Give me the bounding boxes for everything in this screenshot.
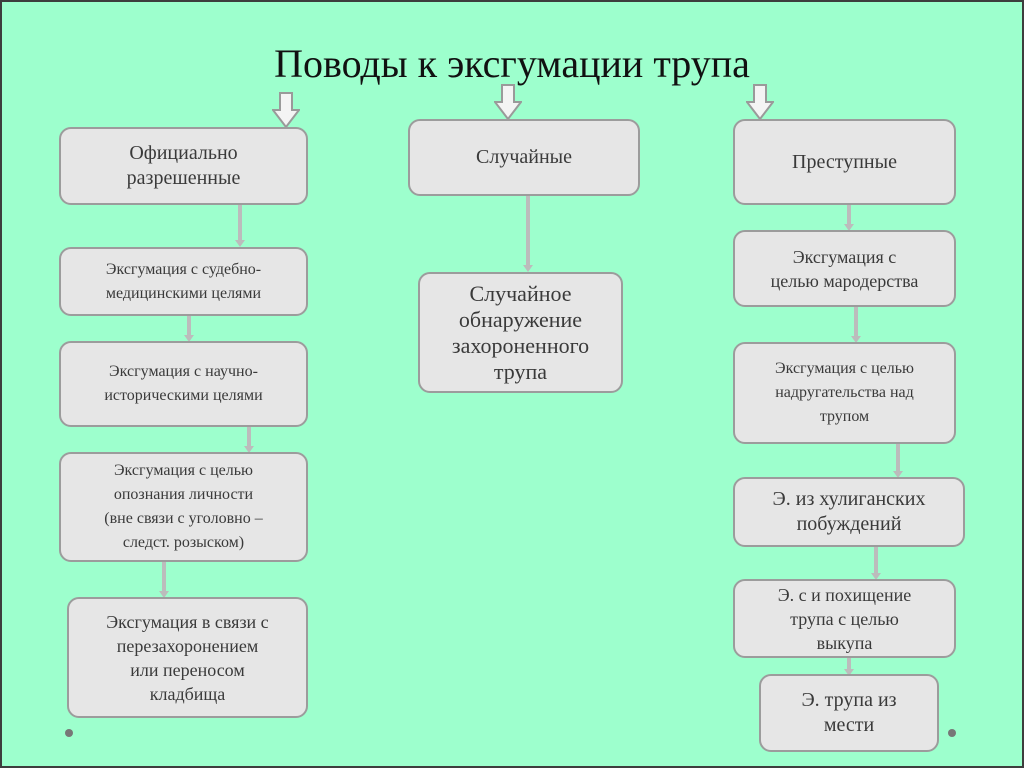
accidental-item-box: Случайное обнаружение захороненного труп… xyxy=(418,272,623,393)
down-arrow-icon xyxy=(494,84,522,120)
criminal-item-box: Э. трупа из мести xyxy=(759,674,939,752)
official-header-box: Официально разрешенные xyxy=(59,127,308,205)
down-arrow-icon xyxy=(746,84,774,120)
accidental-header-box: Случайные xyxy=(408,119,640,196)
connector-arrow xyxy=(244,427,254,453)
connector-arrow xyxy=(523,196,533,272)
official-item-box: Эксгумация с судебно- медицинскими целям… xyxy=(59,247,308,316)
criminal-header-box: Преступные xyxy=(733,119,956,205)
connector-arrow xyxy=(851,307,861,343)
criminal-item-box: Эксгумация с целью надругательства над т… xyxy=(733,342,956,444)
connector-arrow xyxy=(893,444,903,478)
criminal-item-box: Эксгумация с целью мародерства xyxy=(733,230,956,307)
connector-arrow xyxy=(235,205,245,247)
official-item-box: Эксгумация в связи с перезахоронением ил… xyxy=(67,597,308,718)
connector-arrow xyxy=(159,562,169,598)
official-item-box: Эксгумация с научно- историческими целям… xyxy=(59,341,308,427)
criminal-item-box: Э. с и похищение трупа с целью выкупа xyxy=(733,579,956,658)
connector-arrow xyxy=(844,205,854,231)
official-item-box: Эксгумация с целью опознания личности (в… xyxy=(59,452,308,562)
corner-dot xyxy=(948,729,956,737)
connector-arrow xyxy=(844,658,854,676)
connector-arrow xyxy=(184,316,194,342)
corner-dot xyxy=(65,729,73,737)
down-arrow-icon xyxy=(272,92,300,128)
page-title: Поводы к эксгумации трупа xyxy=(274,41,750,86)
criminal-item-box: Э. из хулиганских побуждений xyxy=(733,477,965,547)
connector-arrow xyxy=(871,547,881,580)
